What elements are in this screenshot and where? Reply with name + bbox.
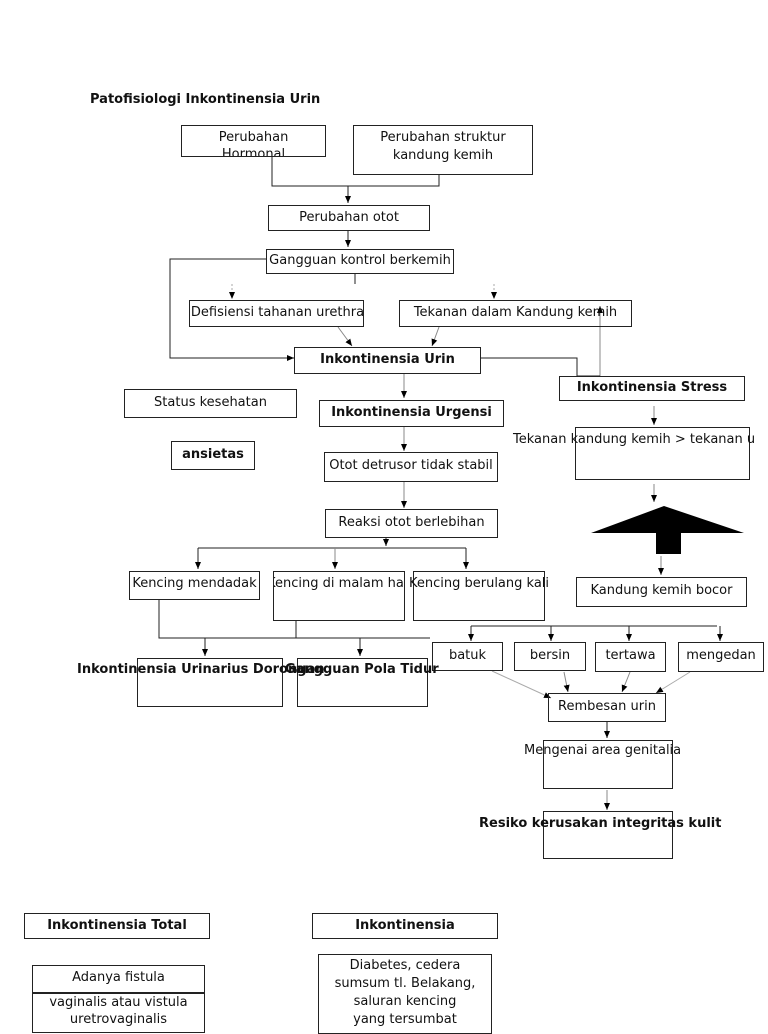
node-reaksi-otot: Reaksi otot berlebihan (325, 509, 498, 538)
node-perubahan-hormonal: Perubahan Hormonal (181, 125, 326, 157)
node-label: Gangguan kontrol berkemih (269, 253, 451, 268)
page-title: Patofisiologi Inkontinensia Urin (90, 92, 321, 107)
node-label: Otot detrusor tidak stabil (329, 458, 493, 473)
node-label: Inkontinensia Stress (576, 380, 728, 395)
node-label: Inkontinensia Total (47, 918, 187, 933)
node-kandung-kemih-bocor: Kandung kemih bocor (576, 577, 747, 607)
node-label-2: sumsum tl. Belakang, (334, 976, 476, 991)
node-label-cut: uretrovaginalis (69, 1012, 168, 1027)
node-inkontinensia-stress: Inkontinensia Stress (559, 376, 745, 401)
node-inkontinensia-urinarius-label: Inkontinensia Urinarius Dorongan (77, 662, 325, 677)
node-ansietas: ansietas (171, 441, 255, 470)
node-label: batuk (448, 648, 487, 663)
node-label: vaginalis atau vistula (49, 995, 188, 1010)
node-label-3: saluran kencing (353, 994, 457, 1009)
node-label: mengedan (686, 648, 756, 663)
node-label: Rembesan urin (558, 699, 656, 714)
node-label: Adanya fistula (72, 970, 165, 985)
node-kencing-malam: Kencing di malam hari (273, 571, 405, 621)
node-label: Kencing mendadak (132, 576, 257, 591)
node-kencing-berulang: Kencing berulang kali (409, 571, 549, 621)
node-resiko-kerusakan (543, 811, 673, 859)
node-otot-detrusor: Otot detrusor tidak stabil (324, 452, 498, 482)
node-mengedan: mengedan (678, 642, 764, 672)
node-label: ansietas (182, 447, 244, 462)
node-adanya-fistula: Adanya fistula (32, 965, 205, 993)
node-gangguan-kontrol: Gangguan kontrol berkemih (266, 249, 454, 274)
node-inkontinensia-bottom: Inkontinensia (312, 913, 498, 939)
node-perubahan-struktur: Perubahan struktur kandung kemih (353, 125, 533, 175)
node-inkontinensia-urgensi: Inkontinensia Urgensi (319, 400, 504, 427)
node-status-kesehatan: Status kesehatan (124, 389, 297, 418)
node-label: tertawa (605, 648, 656, 663)
node-inkontinensia-total: Inkontinensia Total (24, 913, 210, 939)
node-label: Kencing di malam hari (273, 576, 405, 591)
node-inkontinensia-urin: Inkontinensia Urin (294, 347, 481, 374)
node-kencing-mendadak: Kencing mendadak (129, 571, 260, 600)
node-diabetes: Diabetes, cedera sumsum tl. Belakang, sa… (318, 954, 492, 1034)
node-label: Inkontinensia Urin (320, 352, 455, 367)
node-label-cut: Hormonal (221, 147, 286, 157)
node-vaginalis: vaginalis atau vistula uretrovaginalis (32, 993, 205, 1033)
node-resiko-kerusakan-label: Resiko kerusakan integritas kulit (479, 816, 722, 831)
node-tekanan-kk-gt-label: Tekanan kandung kemih > tekanan u (513, 432, 756, 447)
node-bersin: bersin (514, 642, 586, 671)
node-label: Inkontinensia Urgensi (331, 405, 492, 420)
node-label: Perubahan struktur kandung kemih (380, 130, 506, 163)
node-label: Inkontinensia (355, 918, 455, 933)
node-tertawa: tertawa (595, 642, 666, 672)
node-label: Tekanan dalam Kandung kemih (413, 305, 618, 320)
node-perubahan-otot: Perubahan otot (268, 205, 430, 231)
node-mengenai-area (543, 740, 673, 789)
node-batuk: batuk (432, 642, 503, 671)
node-inkontinensia-urinarius (137, 658, 283, 707)
node-label: Kencing berulang kali (408, 576, 550, 591)
node-label-1: Diabetes, cedera (349, 958, 461, 973)
node-mengenai-area-label: Mengenai area genitalia (524, 743, 682, 758)
node-label: Perubahan (218, 130, 289, 145)
node-label: Defisiensi tahanan urethra (190, 305, 365, 320)
node-tekanan-kk-gt (575, 427, 750, 480)
node-gangguan-pola-tidur (297, 658, 428, 707)
node-label: bersin (529, 648, 571, 663)
node-label: Perubahan otot (299, 210, 399, 225)
node-rembesan-urin: Rembesan urin (548, 693, 666, 722)
big-arrow-icon (591, 506, 744, 554)
node-gangguan-pola-tidur-label: Gangguan Pola Tidur (285, 662, 439, 677)
node-tekanan-dalam: Tekanan dalam Kandung kemih (399, 300, 632, 327)
node-label: Kandung kemih bocor (590, 583, 733, 598)
node-label: Reaksi otot berlebihan (338, 515, 485, 530)
node-label: Status kesehatan (154, 395, 267, 410)
node-defisiensi: Defisiensi tahanan urethra (189, 300, 364, 327)
node-label-4: yang tersumbat (353, 1012, 457, 1027)
